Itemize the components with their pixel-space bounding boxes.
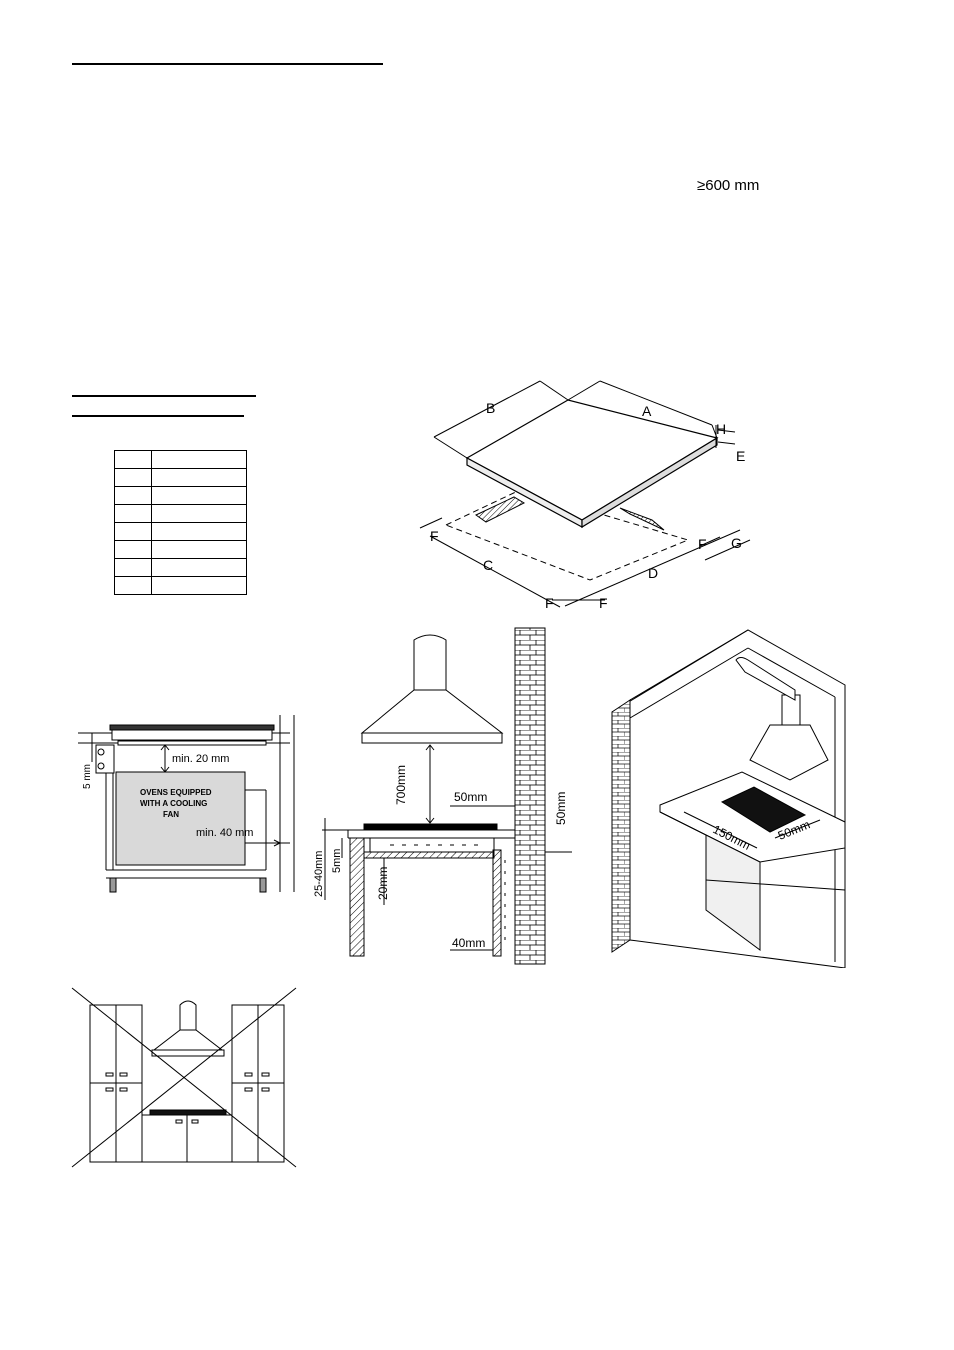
label-H: H bbox=[716, 421, 726, 437]
section-heading-underline bbox=[72, 63, 383, 65]
label-C: C bbox=[483, 557, 493, 573]
oven-box bbox=[115, 771, 246, 866]
subheading-underline-2 bbox=[72, 415, 244, 417]
cross-line-2 bbox=[71, 987, 297, 1168]
label-F-right: F bbox=[698, 536, 707, 552]
table-row bbox=[114, 504, 247, 523]
label-D: D bbox=[648, 565, 658, 581]
table-row bbox=[114, 558, 247, 577]
oven-installation-diagram: min. 20 mm OVENS EQUIPPED WITH A COOLING… bbox=[78, 715, 295, 893]
dim-40mm: 40mm bbox=[452, 936, 485, 950]
dim-5mm: 5mm bbox=[331, 849, 343, 873]
label-G: G bbox=[731, 535, 742, 551]
label-F-left: F bbox=[430, 528, 439, 544]
label-B: B bbox=[486, 400, 495, 416]
table-row bbox=[114, 540, 247, 559]
corner-clearance-diagram: 150mm 50mm bbox=[611, 629, 846, 968]
cutout-isometric-diagram: B A H E F C D F G F F bbox=[419, 380, 751, 611]
label-A: A bbox=[642, 403, 652, 419]
prohibited-installation-diagram bbox=[71, 987, 297, 1168]
label-F-bottom1: F bbox=[545, 595, 554, 611]
dim-20mm: 20mm bbox=[376, 867, 390, 900]
table-row bbox=[114, 576, 247, 595]
dim-50mm-top: 50mm bbox=[454, 790, 487, 804]
dimension-table bbox=[114, 450, 247, 595]
hood-clearance-diagram: 700mm 50mm 50mm 5mm 25-40mm 20mm 40mm bbox=[313, 627, 572, 965]
oven-text-2: WITH A COOLING bbox=[140, 799, 207, 808]
oven-text-3: FAN bbox=[163, 810, 179, 819]
label-E: E bbox=[736, 448, 745, 464]
min-40-label: min. 40 mm bbox=[196, 827, 253, 839]
dim-700mm: 700mm bbox=[394, 765, 408, 805]
subheading-underline-1 bbox=[72, 395, 256, 397]
gap-5mm-label: 5 mm bbox=[82, 764, 93, 789]
table-row bbox=[114, 468, 247, 487]
min-20-label: min. 20 mm bbox=[172, 753, 229, 765]
clearance-label: ≥600 mm bbox=[697, 177, 760, 194]
table-row bbox=[114, 450, 247, 469]
brick-wall bbox=[514, 627, 546, 965]
dim-50mm-side: 50mm bbox=[554, 792, 568, 825]
label-F-bottom2: F bbox=[599, 595, 608, 611]
table-row bbox=[114, 522, 247, 541]
dim-25-40mm: 25-40mm bbox=[313, 851, 325, 897]
oven-text-1: OVENS EQUIPPED bbox=[140, 788, 212, 797]
table-row bbox=[114, 486, 247, 505]
